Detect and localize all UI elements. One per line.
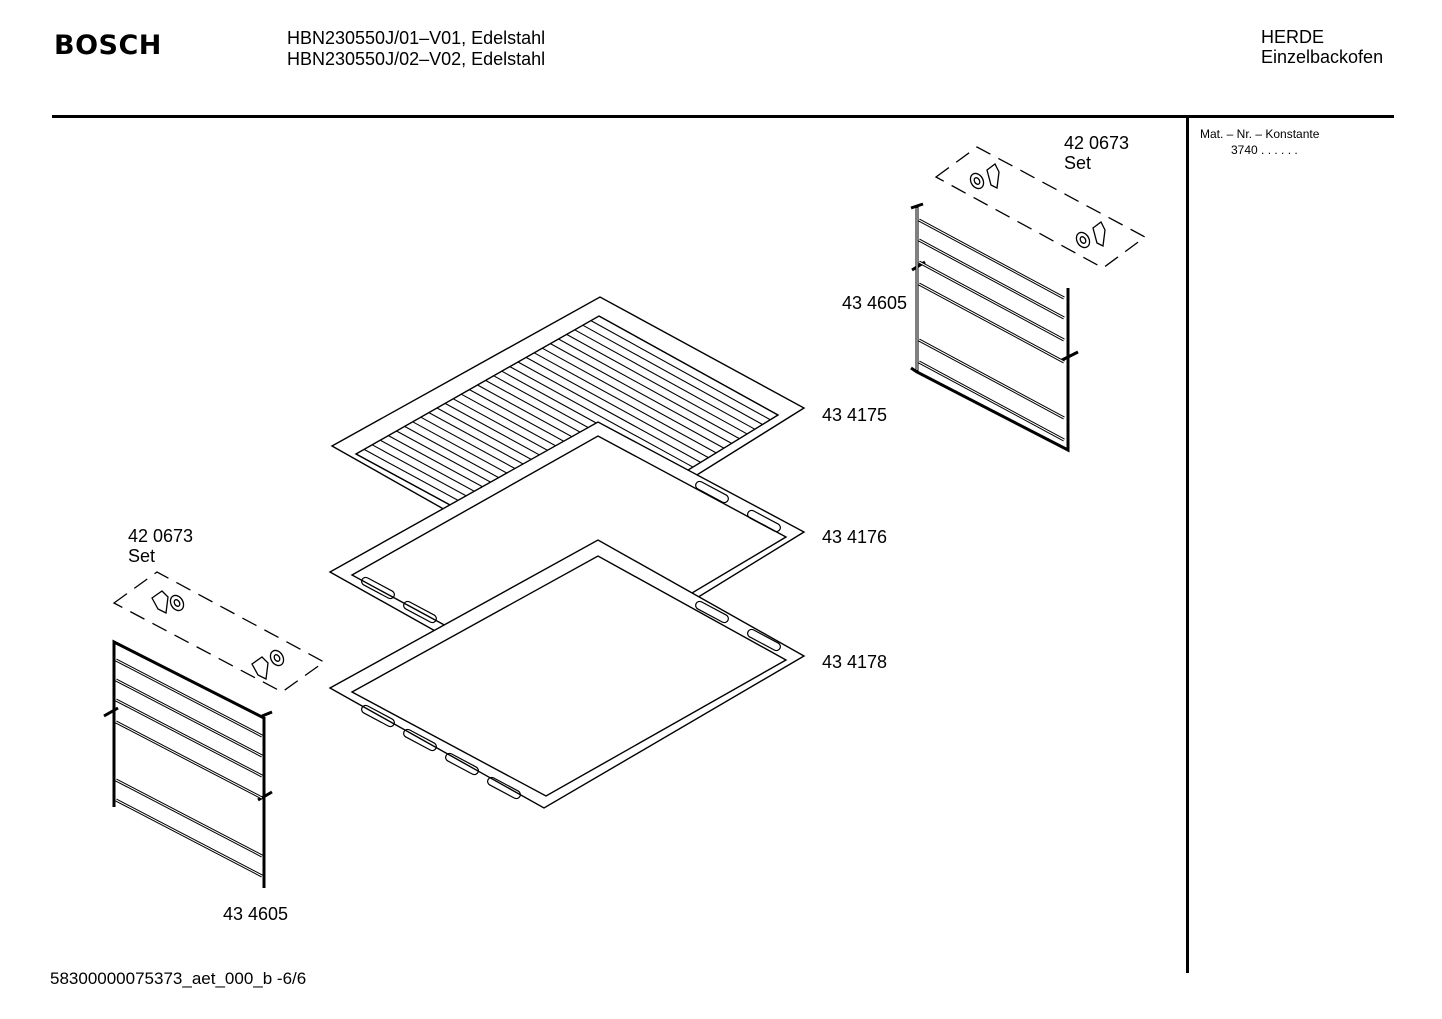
brand-logo: BOSCH: [54, 30, 162, 61]
part-number-rail-right: 43 4605: [842, 293, 908, 313]
material-number-value: 3740 . . . . . .: [1231, 143, 1298, 157]
part-number-rail-left: 43 4605: [223, 904, 289, 924]
set-left: [112, 571, 326, 693]
model-line-2: HBN230550J/02–V02, Edelstahl: [287, 49, 546, 69]
part-number-baking-tray: 43 4176: [822, 527, 888, 547]
document-id: 58300000075373_aet_000_b -6/6: [50, 969, 307, 988]
material-number-label: Mat. – Nr. – Konstante: [1200, 127, 1320, 141]
side-rail-left: [103, 639, 273, 888]
part-label-set-left: Set: [128, 546, 156, 566]
set-top-right: [934, 146, 1147, 269]
part-number-set-top: 42 0673: [1064, 133, 1130, 153]
deep-tray: [328, 539, 806, 809]
part-number-set-left: 42 0673: [128, 526, 194, 546]
part-number-grid-shelf: 43 4175: [822, 405, 888, 425]
part-number-deep-tray: 43 4178: [822, 652, 888, 672]
header-divider: [52, 115, 1394, 118]
side-panel-divider: [1186, 117, 1189, 973]
model-line-1: HBN230550J/01–V01, Edelstahl: [287, 28, 546, 48]
part-label-set-top: Set: [1064, 153, 1092, 173]
subcategory: Einzelbackofen: [1261, 47, 1384, 67]
category: HERDE: [1261, 27, 1325, 47]
